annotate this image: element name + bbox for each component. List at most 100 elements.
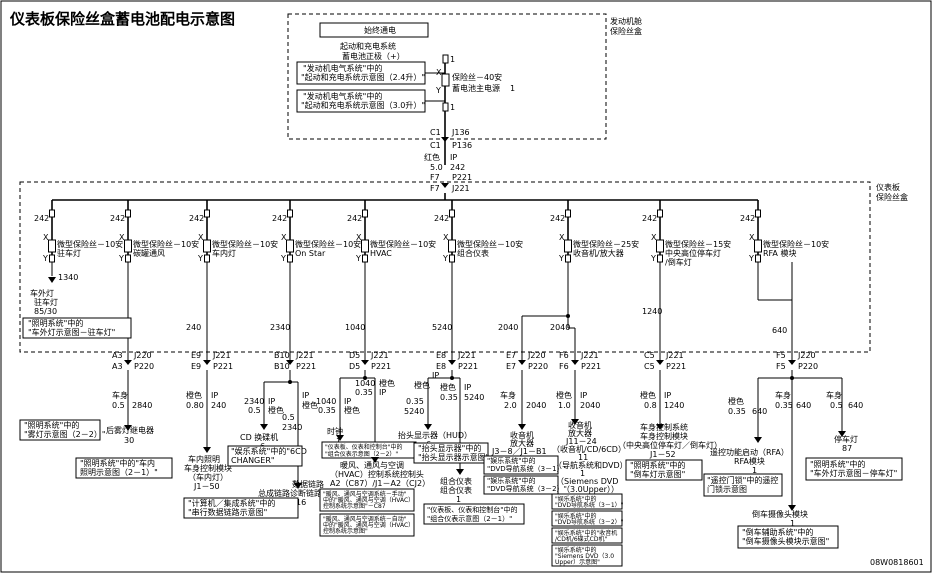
hvac-ref2-3: 控制系统示意图" — [323, 527, 368, 535]
source-label-1: 起动和充电系统 — [340, 41, 396, 51]
hvac-ref1-box — [319, 488, 415, 512]
courtesy-label-1: 车内照明 — [188, 454, 220, 464]
ic-ip: IP — [464, 383, 471, 392]
connector-j: J221 — [580, 351, 599, 360]
amp-ref1-1: "娱乐系统"中的 — [487, 456, 535, 465]
hvac-ref2-box — [319, 513, 415, 537]
connector-id: E8 — [436, 351, 446, 360]
svg-text:1: 1 — [450, 103, 455, 112]
connector-j: J221 — [457, 351, 476, 360]
dlc-label-2: 总成链路诊断链路（ALDL） — [258, 488, 359, 498]
rfa-label-3: 1 — [752, 466, 757, 475]
branch-x-label: X — [43, 233, 49, 242]
mini-fuse-symbol — [286, 239, 294, 253]
fuse-x-label: X — [436, 68, 442, 77]
branch-terminal-bottom — [204, 254, 210, 263]
connector-id: E9 — [191, 351, 201, 360]
amp-ref2-2: "DVD导航系统（3－2）" — [487, 484, 567, 493]
connector-j: J220 — [527, 351, 546, 360]
fuse-40a-label: 保险丝－40安 — [452, 72, 502, 82]
connector-id: D5 — [349, 351, 360, 360]
ic-color: 橙色 — [440, 382, 456, 392]
branch-fuse-label: 微型保险丝－10安 — [133, 239, 199, 249]
fog-num: 30 — [124, 436, 134, 445]
branch-fuse-sub: RFA 模块 — [763, 248, 796, 258]
cam-color: 车身 — [775, 390, 791, 400]
branch-circuit-top: 242 — [740, 214, 755, 223]
stop-gauge: 0.5 — [830, 401, 843, 410]
clock-ref-1: "仪表板、仪表和控制台"中的 — [325, 443, 403, 451]
cd-label: CD 换碟机 — [240, 432, 278, 442]
branch-fuse-label: 微型保险丝－15安 — [665, 239, 731, 249]
connector-id-b: F5 — [776, 362, 786, 371]
cam-label: 倒车摄像头模块 — [752, 509, 808, 519]
cam-num: 1 — [790, 519, 795, 528]
ic-circuit: 5240 — [464, 393, 484, 402]
fog-circuit: 2840 — [132, 401, 152, 410]
ic-label-1: 组合仪表 — [440, 476, 472, 486]
ref-30-line2: "起动和充电系统示意图（3.0升）" — [301, 100, 425, 110]
radio-ref4-2: "Siemens DVD（3.0 — [555, 553, 614, 560]
branch-circuit-top: 242 — [550, 214, 565, 223]
feed-color: 红色 — [424, 152, 440, 162]
mini-fuse-symbol — [203, 239, 211, 253]
conn-p221: P221 — [452, 173, 472, 182]
parking-ref-box — [22, 317, 132, 339]
courtesy-ip: IP — [211, 391, 218, 400]
hud-ip: IP — [432, 371, 439, 380]
fog-ref-2: "雾灯示意图（2－2）" — [24, 429, 106, 439]
branch-terminal-bottom — [362, 254, 368, 263]
connector-p: P221 — [666, 362, 686, 371]
onstar-circuit-b: 2340 — [282, 423, 302, 432]
courtesy-ref-2: 照明示意图（2－1）" — [80, 467, 158, 477]
rfa-ref-1: "遥控门锁"中的遥控 — [707, 475, 778, 485]
branch-fuse-label: 微型保险丝－25安 — [573, 239, 639, 249]
connector-p: P221 — [458, 362, 478, 371]
hvac-gauge: 0.35 — [318, 406, 336, 415]
connector-arrow — [286, 360, 294, 365]
feed-ip: IP — [450, 153, 457, 162]
connector-p: P221 — [296, 362, 316, 371]
bcm-circuit: 1240 — [664, 401, 684, 410]
branch-y-label: Y — [355, 254, 361, 263]
branch-fuse-sub: 碳罐通风 — [133, 248, 165, 258]
connector-id-b: D5 — [349, 362, 360, 371]
mini-fuse-symbol — [361, 239, 369, 253]
connector-id: B10 — [274, 351, 290, 360]
branch-fuse-sub: 中央高位停车灯 — [665, 248, 721, 258]
branch-circuit-top: 242 — [110, 214, 125, 223]
hud-ref-box — [413, 442, 489, 464]
branch-circuit-top: 242 — [34, 214, 49, 223]
connector-arrow — [448, 360, 456, 365]
stop-ref-2: "车外灯示意图－停车灯" — [810, 468, 897, 478]
branch-x-label: X — [443, 233, 449, 242]
ip-box-label-2: 保险丝盒 — [876, 192, 908, 202]
connector-id-b: E9 — [191, 362, 201, 371]
connector-p: P220 — [528, 362, 548, 371]
hvac-ref1-3: 控制系统示意图"－C87 — [323, 502, 386, 510]
parking-ref-2: "车外灯示意图－驻车灯" — [28, 327, 115, 337]
mid-circuit-label: 1240 — [642, 307, 662, 316]
conn-f7-arrow — [441, 183, 449, 188]
radio-ref1-2: "DVD导航系统（3－1）" — [555, 501, 624, 509]
hvac-ref2-2: 中的"暖风、通风与空调（HVAC） — [323, 521, 414, 529]
radio-circuit: 2040 — [580, 401, 600, 410]
onstar-ip: IP — [268, 397, 275, 406]
onstar-ip-b: IP — [302, 391, 309, 400]
engine-fuse-box: 发动机舱 保险丝盒 始终通电 起动和充电系统 蓄电池正极（+） "发动机电气系统… — [287, 13, 642, 165]
branch-fuse-sub: 车内灯 — [212, 248, 236, 258]
ref-24-line2: "起动和充电系统示意图（2.4升）" — [301, 72, 425, 82]
fog-gauge: 0.5 — [112, 401, 125, 410]
cam-gauge: 0.35 — [775, 401, 793, 410]
radio-ref2-2: "DVD导航系统（3－2）" — [555, 518, 624, 526]
hvac2-color: 橙色 — [379, 378, 395, 388]
connector-id-b: B10 — [274, 362, 290, 371]
radio-label-8: （Siemens DVD — [556, 477, 618, 486]
connector-arrow — [203, 360, 211, 365]
